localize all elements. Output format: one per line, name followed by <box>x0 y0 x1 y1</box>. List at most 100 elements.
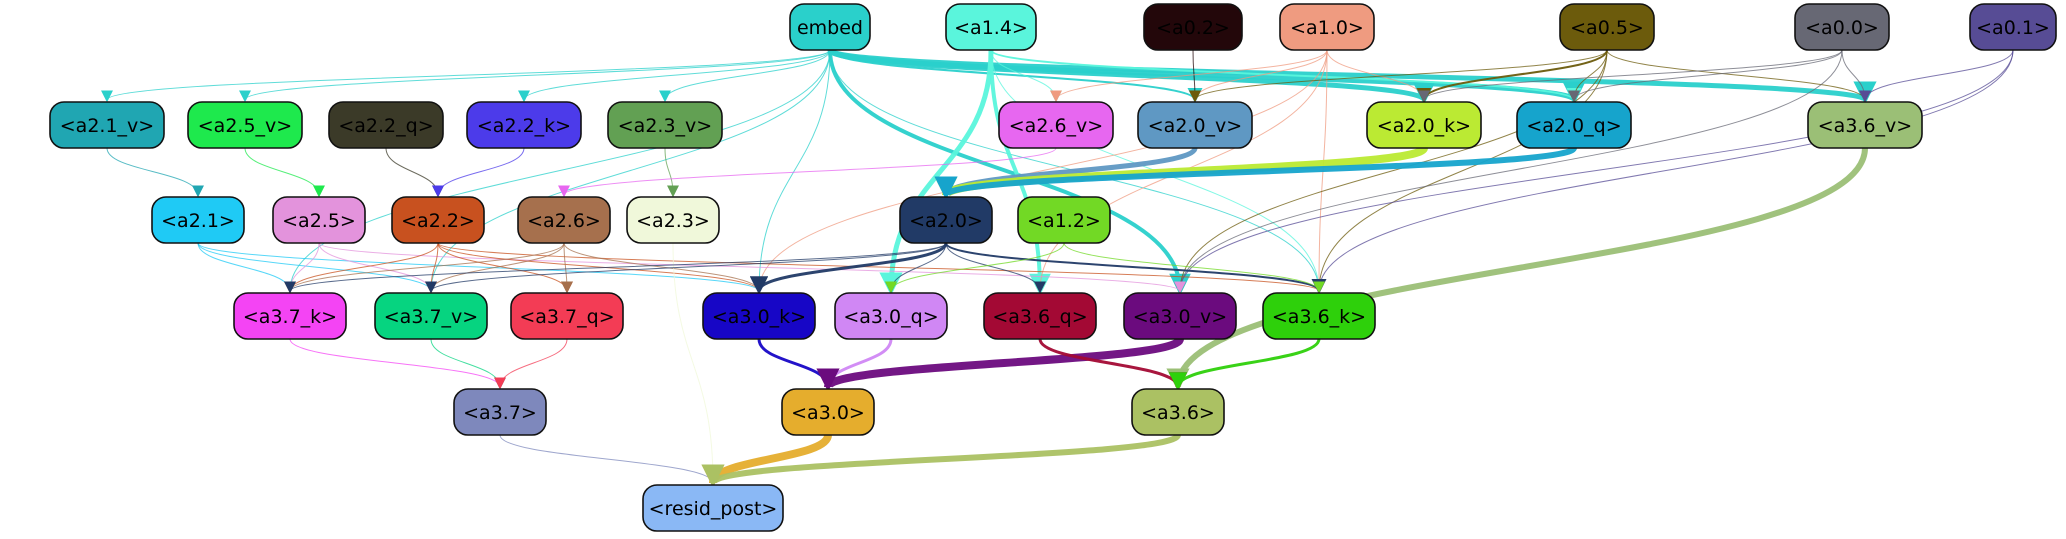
node-label: <a3.0> <box>791 402 865 424</box>
node-a3-0[interactable]: <a3.0> <box>781 388 875 436</box>
node-box <box>1366 101 1482 149</box>
node-label: <a3.6_k> <box>1272 306 1366 328</box>
edge-a2_0-to-a3_6_q <box>945 242 1047 294</box>
node-a3-6-q[interactable]: <a3.6_q> <box>983 292 1097 340</box>
node-a0-0[interactable]: <a0.0> <box>1794 3 1890 51</box>
node-a3-7-v[interactable]: <a3.7_v> <box>374 292 488 340</box>
node-a3-0-v[interactable]: <a3.0_v> <box>1123 292 1237 340</box>
edge-a2_1-to-a3_0_k <box>197 242 765 294</box>
node-box <box>1279 3 1375 51</box>
node-a1-0[interactable]: <a1.0> <box>1279 3 1375 51</box>
node-a2-6-v[interactable]: <a2.6_v> <box>998 101 1114 149</box>
node-layer: embed <a1.4> <a0.2> <a1.0> <a0.5> <a0.0> <a0.1… <box>49 3 2057 532</box>
node-box <box>899 196 993 244</box>
node-a0-2[interactable]: <a0.2> <box>1143 3 1243 51</box>
edge-embed-to-a3_6_v <box>827 47 1876 105</box>
node-box <box>1807 101 1923 149</box>
node-a3-6-v[interactable]: <a3.6_v> <box>1807 101 1923 149</box>
edge-a3_7-to-resid_post <box>499 434 719 486</box>
edge-a3_7_k-to-a3_7 <box>289 338 506 390</box>
node-label: <a2.6_v> <box>1009 115 1103 137</box>
edge-a1_0-to-a3_0_k <box>752 49 1328 294</box>
node-a2-0-v[interactable]: <a2.0_v> <box>1137 101 1253 149</box>
node-a2-6[interactable]: <a2.6> <box>517 196 611 244</box>
edge-a3_6-to-resid_post <box>701 432 1181 488</box>
edge-embed-to-a2_1_v <box>101 49 831 103</box>
node-a0-1[interactable]: <a0.1> <box>1969 3 2057 51</box>
node-label: <a0.0> <box>1805 17 1879 39</box>
node-a2-1[interactable]: <a2.1> <box>151 196 245 244</box>
edge-a3_7_q-to-a3_7 <box>493 338 568 390</box>
node-box <box>328 101 444 149</box>
node-box <box>945 3 1037 51</box>
edge-a3_6_k-to-a3_6 <box>1168 338 1321 391</box>
node-box <box>1262 292 1376 340</box>
node-a2-2[interactable]: <a2.2> <box>391 196 485 244</box>
edge-a2_0-to-a3_7_v <box>425 242 947 294</box>
node-box <box>510 292 624 340</box>
node-a2-0-k[interactable]: <a2.0_k> <box>1366 101 1482 149</box>
edge-a1_4-to-a3_6_q <box>989 49 1051 296</box>
node-label: <a3.6_q> <box>992 306 1087 328</box>
node-box <box>998 101 1114 149</box>
node-label: <a2.0_q> <box>1526 115 1621 137</box>
edge-a2_1_v-to-a2_1 <box>106 147 205 198</box>
node-a1-2[interactable]: <a1.2> <box>1017 196 1111 244</box>
node-box <box>834 292 948 340</box>
node-a3-6[interactable]: <a3.6> <box>1131 388 1225 436</box>
node-label: <a1.4> <box>954 17 1028 39</box>
edge-a3_0_k-to-a3_0 <box>757 338 838 391</box>
node-label: <a2.5> <box>282 210 356 232</box>
node-label: <a0.5> <box>1570 17 1644 39</box>
node-label: <a2.3> <box>636 210 710 232</box>
node-box <box>781 388 875 436</box>
node-box <box>1123 292 1237 340</box>
edge-a1_4-to-a3_0_q <box>879 49 994 296</box>
node-a2-5[interactable]: <a2.5> <box>272 196 366 244</box>
edge-a2_6-to-a3_7_q <box>560 242 574 294</box>
node-a3-7-q[interactable]: <a3.7_q> <box>510 292 624 340</box>
node-box <box>391 196 485 244</box>
edge-a1_2-to-a3_0_q <box>884 242 1065 294</box>
node-label: <a3.7_k> <box>243 306 337 328</box>
edge-a2_0-to-a3_7_k <box>284 242 947 294</box>
node-a2-3-v[interactable]: <a2.3_v> <box>607 101 723 149</box>
node-a2-3[interactable]: <a2.3> <box>626 196 720 244</box>
node-a2-0[interactable]: <a2.0> <box>899 196 993 244</box>
node-a0-5[interactable]: <a0.5> <box>1559 3 1655 51</box>
node-label: <a0.2> <box>1156 17 1230 39</box>
node-embed[interactable]: embed <box>789 3 871 51</box>
edge-a2_1-to-a3_7_k <box>197 242 297 294</box>
edge-embed-to-a2_2_k <box>518 49 831 103</box>
edge-a2_0-to-a3_6_k <box>945 242 1327 295</box>
node-label: <a3.7> <box>463 402 537 424</box>
node-box <box>466 101 582 149</box>
node-a3-7-k[interactable]: <a3.7_k> <box>233 292 347 340</box>
node-a2-0-q[interactable]: <a2.0_q> <box>1516 101 1632 149</box>
edge-a0_1-to-a3_6_v <box>1858 49 2014 103</box>
node-a2-2-q[interactable]: <a2.2_q> <box>328 101 444 149</box>
node-a2-2-k[interactable]: <a2.2_k> <box>466 101 582 149</box>
node-box <box>1137 101 1253 149</box>
edge-a0_0-to-a3_0_v <box>1173 49 1843 294</box>
node-a3-6-k[interactable]: <a3.6_k> <box>1262 292 1376 340</box>
node-box <box>453 388 547 436</box>
edge-a0_0-to-a2_0_q <box>1568 49 1843 103</box>
node-a3-7[interactable]: <a3.7> <box>453 388 547 436</box>
edge-a0_5-to-a2_0_v <box>1189 49 1608 103</box>
edge-a2_6_v-to-a2_6 <box>558 147 1057 198</box>
edge-a2_2_k-to-a2_2 <box>431 147 525 198</box>
node-a1-4[interactable]: <a1.4> <box>945 3 1037 51</box>
node-label: <a3.7_q> <box>519 306 614 328</box>
edge-a0_5-to-a3_0_v <box>1173 49 1608 294</box>
node-a3-0-k[interactable]: <a3.0_k> <box>702 292 816 340</box>
edge-a0_5-to-a2_0_k <box>1416 49 1608 104</box>
node-a2-5-v[interactable]: <a2.5_v> <box>187 101 303 149</box>
node-label: <a2.2_q> <box>338 115 433 137</box>
node-a3-0-q[interactable]: <a3.0_q> <box>834 292 948 340</box>
edge-a2_6-to-a3_7_k <box>284 242 565 294</box>
node-resid-post[interactable]: <resid_post> <box>642 484 784 532</box>
node-a2-1-v[interactable]: <a2.1_v> <box>49 101 165 149</box>
node-label: <a3.0_q> <box>843 306 938 328</box>
